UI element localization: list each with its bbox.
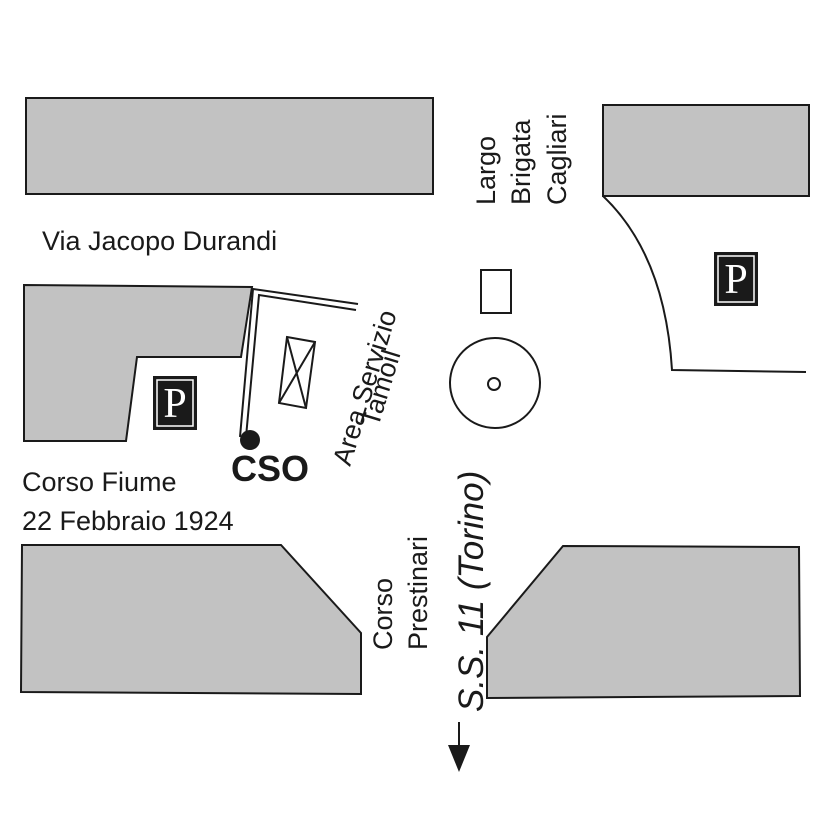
roundabout-icon [449, 337, 541, 429]
block-top-right [602, 104, 810, 197]
traffic-island [480, 269, 512, 314]
label-corso-fiume-line1: Corso Fiume [22, 467, 177, 497]
arrow-down-icon [448, 722, 470, 772]
svg-text:P: P [724, 257, 747, 303]
parking-icon: P [153, 376, 197, 430]
label-via-jacopo-durandi: Via Jacopo Durandi [42, 226, 277, 256]
location-dot-icon [240, 430, 260, 450]
label-corso-fiume-line2: 22 Febbraio 1924 [22, 506, 234, 536]
block-top-left [25, 97, 434, 195]
label-corso-prestinari-line1: Corso [368, 578, 398, 650]
service-area-outline-inner [245, 293, 357, 438]
label-cso: CSO [231, 448, 309, 489]
label-corso-prestinari-line2: Prestinari [403, 536, 433, 650]
label-largo-line1: Largo [471, 136, 501, 205]
right-boundary-curve [602, 195, 807, 373]
label-road-ss11: S.S. 11 (Torino) [452, 471, 491, 712]
pump-island-icon [277, 335, 317, 410]
block-bottom-left [19, 544, 362, 696]
block-mid-left [23, 283, 254, 442]
service-area-outline-outer [239, 287, 359, 438]
svg-text:P: P [163, 381, 186, 427]
parking-icon: P [714, 252, 758, 306]
label-largo-line3: Cagliari [542, 113, 572, 205]
label-largo-line2: Brigata [506, 118, 536, 205]
block-bottom-right [486, 544, 802, 700]
